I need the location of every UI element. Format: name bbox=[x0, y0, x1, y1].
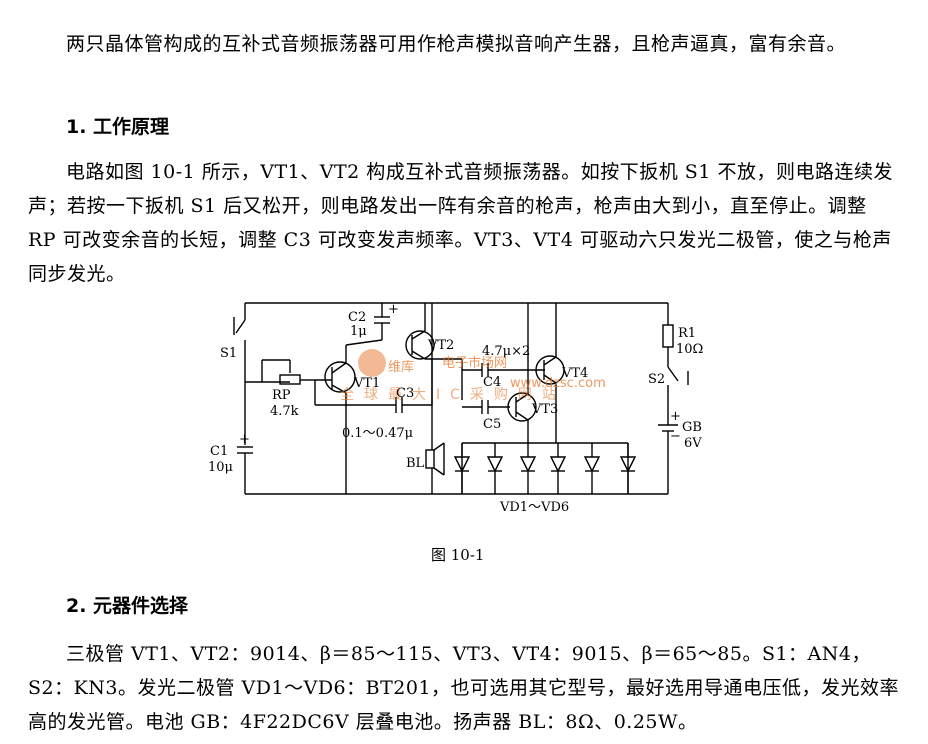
figure-caption: 图 10-1 bbox=[431, 546, 485, 564]
label-c1-value: 10μ bbox=[208, 460, 233, 475]
components-paragraph: 三极管 VT1、VT2：9014、β＝85～115、VT3、VT4：9015、β… bbox=[28, 643, 900, 733]
svg-text:−: − bbox=[670, 429, 681, 444]
label-vt1: VT1 bbox=[353, 376, 380, 391]
svg-text:+: + bbox=[670, 409, 681, 424]
label-gb: GB bbox=[682, 420, 702, 435]
label-rp-value: 4.7k bbox=[270, 404, 299, 419]
label-gb-value: 6V bbox=[684, 436, 702, 451]
label-r1: R1 bbox=[678, 326, 696, 341]
intro-paragraph: 两只晶体管构成的互补式音频振荡器可用作枪声模拟音响产生器，且枪声逼真，富有余音。 bbox=[66, 33, 847, 55]
label-s1: S1 bbox=[220, 346, 237, 361]
label-c2: C2 bbox=[348, 310, 366, 325]
label-c2-value: 1μ bbox=[350, 324, 367, 339]
circuit-diagram: 维库 电子市场网 全球最大IC采购网站 www.dzsc.com S1 C2 1… bbox=[208, 302, 703, 515]
label-vt2: VT2 bbox=[427, 338, 454, 353]
label-c4: C4 bbox=[483, 375, 501, 390]
label-rp: RP bbox=[272, 388, 291, 403]
label-bl: BL bbox=[406, 456, 425, 471]
label-leds: VD1～VD6 bbox=[499, 500, 569, 515]
section-heading-components: 2. 元器件选择 bbox=[66, 595, 189, 617]
svg-text:+: + bbox=[388, 302, 399, 317]
label-c3: C3 bbox=[396, 386, 414, 401]
label-c1: C1 bbox=[210, 444, 228, 459]
label-r1-value: 10Ω bbox=[676, 342, 703, 357]
watermark-slogan: 全球最大IC采购网站 bbox=[340, 386, 566, 403]
watermark-brand: 维库 bbox=[388, 359, 414, 375]
section-heading-principle: 1. 工作原理 bbox=[66, 116, 170, 138]
svg-text:+: + bbox=[239, 432, 250, 447]
label-vt4: VT4 bbox=[561, 366, 588, 381]
watermark-title: 电子市场网 bbox=[442, 355, 507, 371]
label-vt3: VT3 bbox=[531, 402, 558, 417]
label-c3-range: 0.1～0.47μ bbox=[342, 426, 413, 441]
principle-paragraph: 电路如图 10-1 所示，VT1、VT2 构成互补式音频振荡器。如按下扳机 S1… bbox=[28, 161, 893, 285]
label-c5: C5 bbox=[483, 417, 501, 432]
label-cap-pair: 4.7μ×2 bbox=[482, 344, 530, 359]
label-s2: S2 bbox=[648, 372, 665, 387]
watermark-url: www.dzsc.com bbox=[510, 376, 606, 391]
